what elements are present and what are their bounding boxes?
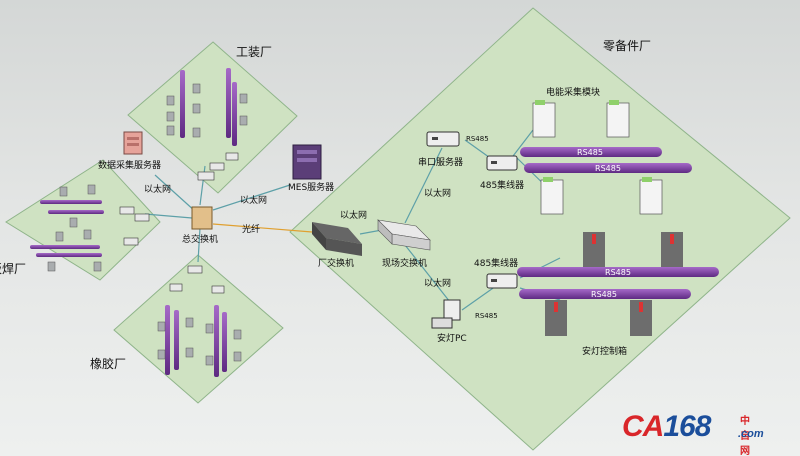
hub-485-top-label: 485集线器 <box>480 179 524 191</box>
energy-module-label: 电能采集模块 <box>546 86 600 98</box>
zone-label-spare-parts: 零备件厂 <box>603 39 651 53</box>
serial-server-icon <box>426 131 460 147</box>
zone-label-welding: 板焊厂 <box>0 261 26 276</box>
link-label-ethernet: 以太网 <box>424 277 451 289</box>
hub-485-bottom-icon <box>486 273 518 289</box>
sub-factory-switches <box>119 152 239 294</box>
zone-label-rubber: 橡胶厂 <box>90 356 126 371</box>
rs485-bus-4: RS485 <box>519 289 691 299</box>
zone-label-tooling: 工装厂 <box>236 45 272 59</box>
rs485-bus-3: RS485 <box>517 267 719 277</box>
mes-server-label: MES服务器 <box>288 181 334 193</box>
link-label-ethernet: 以太网 <box>340 209 367 221</box>
ca168-logo: CA168 中自网 .com <box>622 410 764 456</box>
site-switch-icon <box>377 219 431 251</box>
rs485-bus-1: RS485 <box>520 147 662 157</box>
data-server-icon <box>123 131 143 155</box>
rs485-bus-label: RS485 <box>577 148 603 157</box>
energy-module-tops <box>535 100 652 182</box>
serial-server-label: 串口服务器 <box>418 156 463 168</box>
hub-485-bottom-label: 485集线器 <box>474 257 518 269</box>
zone-spare-parts <box>289 7 791 451</box>
link-label-rs485: RS485 <box>475 312 498 320</box>
zone-rubber <box>113 254 284 404</box>
rs485-bus-label: RS485 <box>591 290 617 299</box>
factory-bus-bars <box>30 68 237 377</box>
link-label-fiber: 光纤 <box>242 223 260 235</box>
hub-485-top-icon <box>486 155 518 171</box>
logo-number: 168 <box>663 410 711 443</box>
site-switch-label: 现场交换机 <box>382 257 427 269</box>
core-switch-label: 总交换机 <box>182 233 218 245</box>
rs485-bus-label: RS485 <box>595 164 621 173</box>
logo-site-name: 中自网 <box>740 416 750 456</box>
andon-boxes <box>545 232 683 336</box>
factory-switch-icon <box>312 222 362 256</box>
zone-tooling <box>127 41 298 194</box>
link-label-rs485: RS485 <box>466 135 489 143</box>
link-label-ethernet: 以太网 <box>144 183 171 195</box>
andon-pc-icon <box>431 299 461 329</box>
andon-box-label: 安灯控制箱 <box>582 345 627 357</box>
logo-ca: CA <box>622 410 664 443</box>
data-server-label: 数据采集服务器 <box>98 159 161 171</box>
rs485-bus-2: RS485 <box>524 163 692 173</box>
zone-welding <box>5 159 161 281</box>
mes-server-icon <box>292 144 322 180</box>
link-label-ethernet: 以太网 <box>424 187 451 199</box>
link-label-ethernet: 以太网 <box>240 194 267 206</box>
andon-pc-label: 安灯PC <box>437 332 467 344</box>
core-switch-icon <box>191 206 213 230</box>
factory-switch-label: 厂交换机 <box>318 257 354 269</box>
rs485-bus-label: RS485 <box>605 268 631 277</box>
energy-modules <box>532 102 663 215</box>
factory-machines <box>47 83 248 366</box>
logo-domain: .com <box>738 428 764 440</box>
